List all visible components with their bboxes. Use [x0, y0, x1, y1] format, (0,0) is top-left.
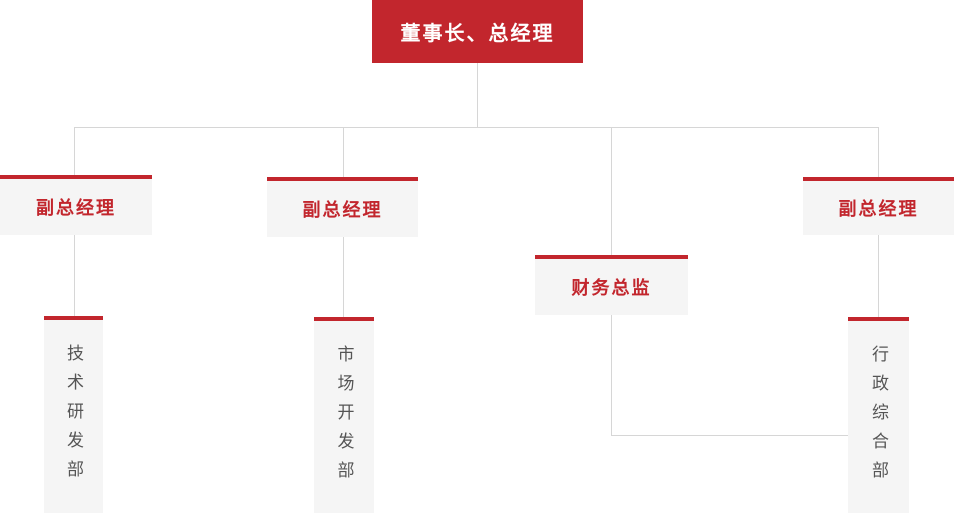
connector-cfo-to-admin	[611, 435, 848, 436]
dept-market-box: 市场开发部	[314, 317, 374, 513]
vp-left-label: 副总经理	[36, 198, 116, 218]
vp-left-box: 副总经理	[0, 175, 152, 235]
dept-tech-label: 技术研发部	[64, 344, 83, 489]
vp-middle-box: 副总经理	[267, 177, 418, 237]
vp-middle-label: 副总经理	[302, 200, 383, 220]
vp-right-box: 副总经理	[803, 177, 954, 235]
dept-admin-label: 行政综合部	[869, 344, 888, 490]
connector-vp-middle-to-dept	[343, 237, 344, 317]
dept-tech-box: 技术研发部	[44, 316, 103, 513]
connector-cfo-down	[611, 315, 612, 436]
connector-cfo-drop	[611, 127, 612, 255]
connector-root-trunk	[477, 63, 478, 127]
connector-vp-middle-drop	[343, 127, 344, 177]
cfo-label: 财务总监	[571, 278, 652, 298]
root-label: 董事长、总经理	[400, 23, 555, 45]
dept-market-label: 市场开发部	[334, 344, 354, 490]
vp-right-label: 副总经理	[838, 199, 919, 219]
connector-vp-right-to-dept	[878, 235, 879, 317]
connector-vp-left-to-dept	[74, 235, 75, 316]
connector-vp-right-drop	[878, 127, 879, 177]
dept-admin-box: 行政综合部	[848, 317, 909, 513]
root-box-chairman-gm: 董事长、总经理	[372, 0, 583, 63]
connector-vp-left-drop	[74, 127, 75, 175]
cfo-box: 财务总监	[535, 255, 688, 315]
connector-level2-bar	[74, 127, 879, 128]
